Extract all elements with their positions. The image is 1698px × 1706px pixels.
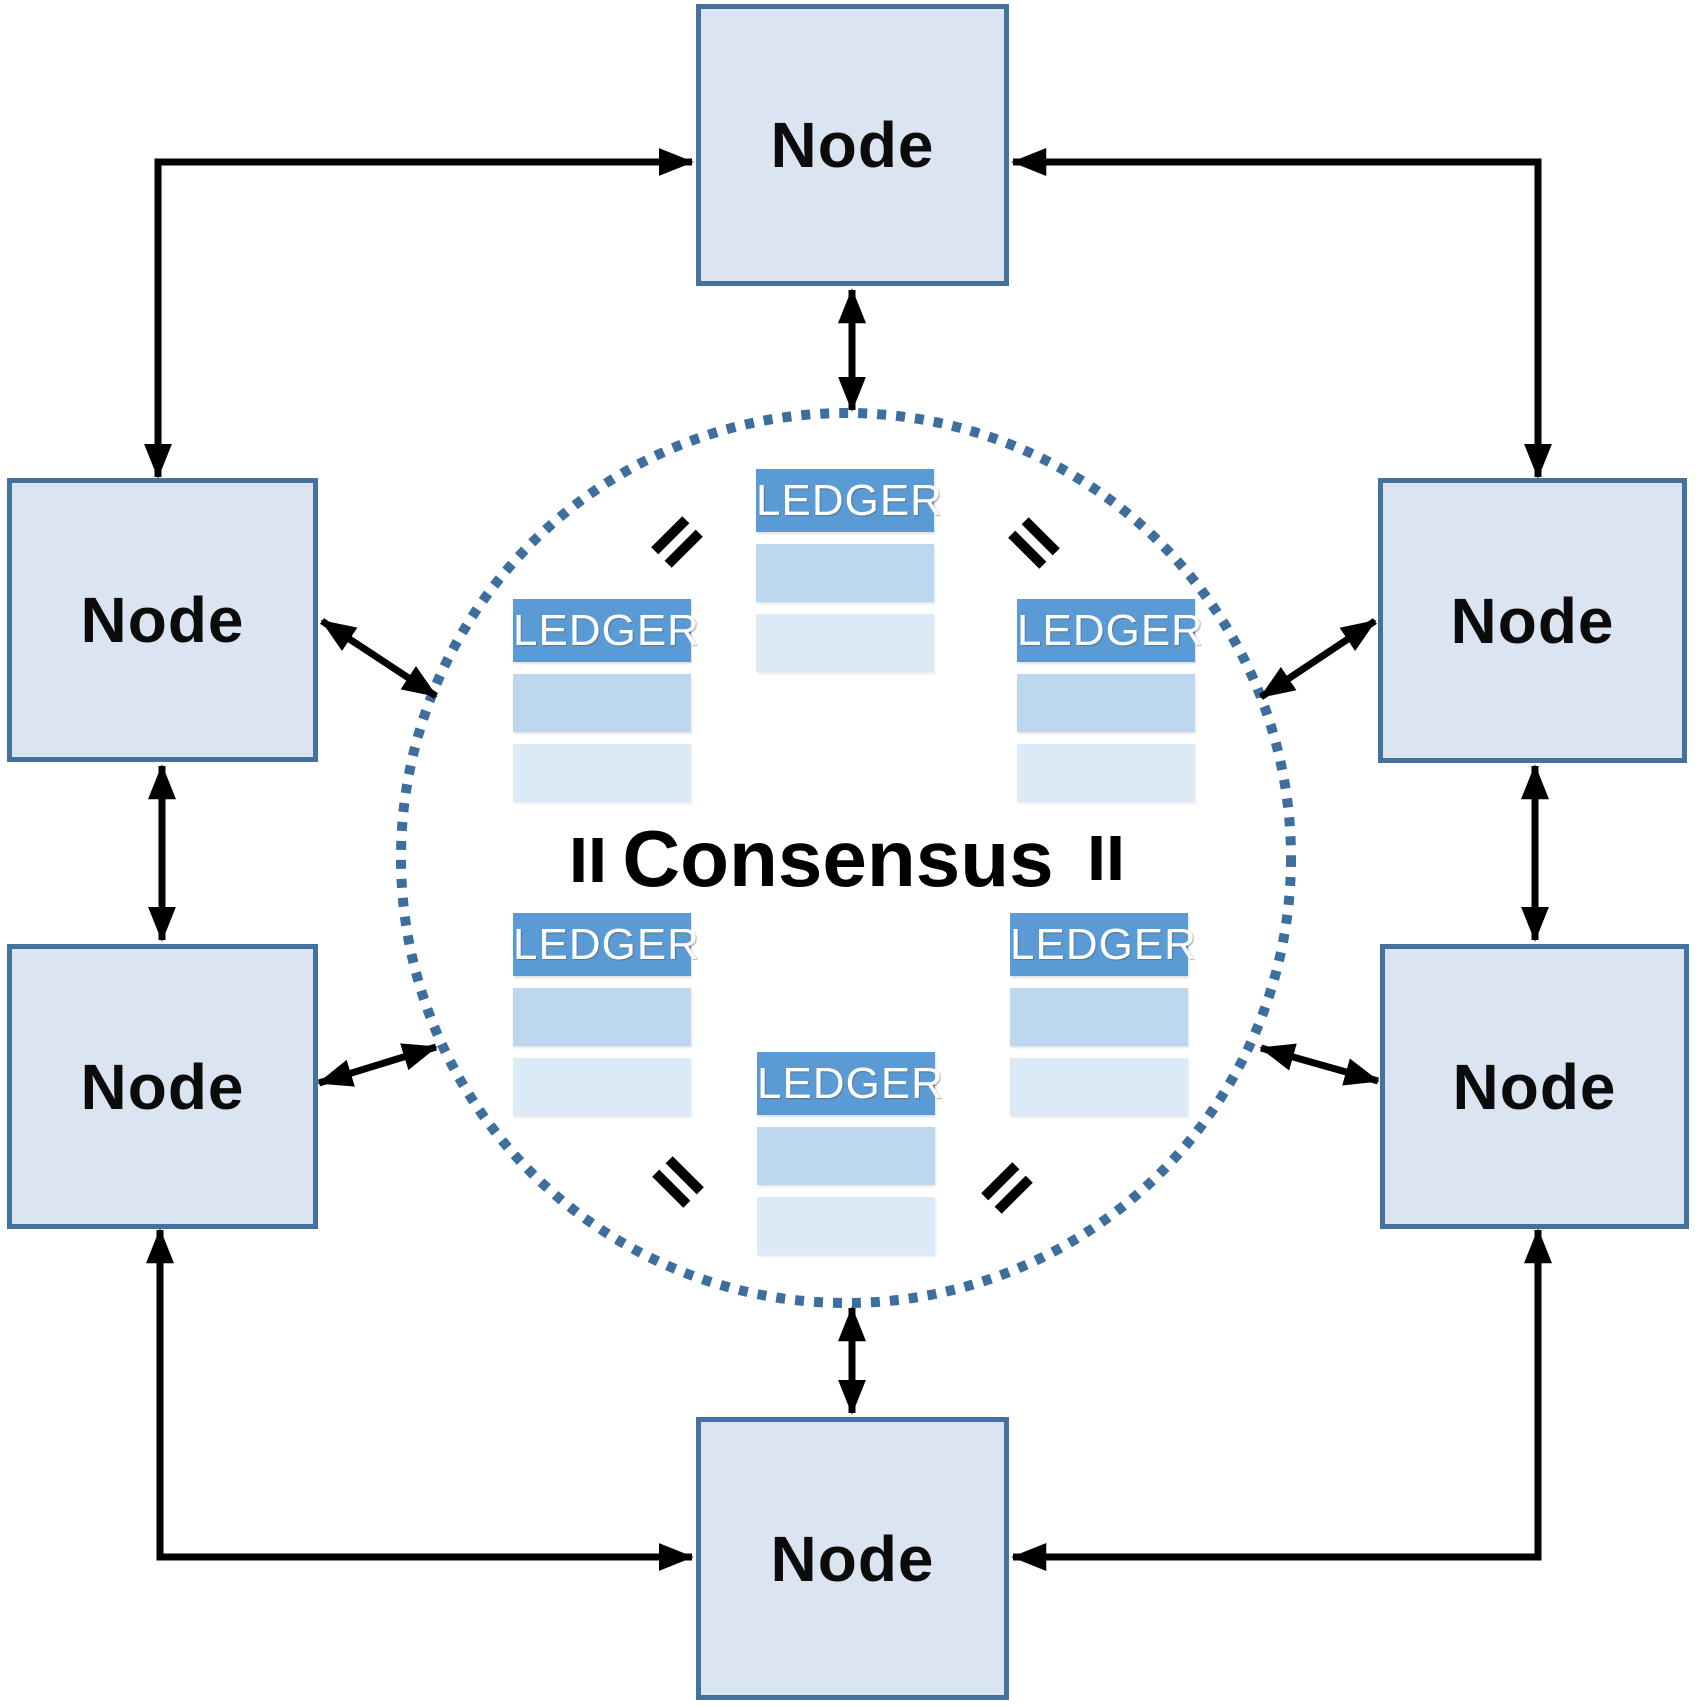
ledger-table-top: LEDGER [756,469,942,672]
arrow-lower-right-node-circle [1259,1043,1380,1086]
equals-icon-middle-left [573,838,603,882]
node-label: Node [80,1050,245,1123]
node-box-lower-right: Node [1380,944,1689,1229]
node-label: Node [1450,584,1615,657]
ledger-table-bottom-left: LEDGER [513,913,699,1116]
ledger-row-2 [513,1058,691,1116]
arrow-upper-left-node-circle [320,618,438,699]
node-label: Node [770,109,935,181]
arrow-lower-left-node-circle [317,1043,438,1087]
ledger-table-middle-right: LEDGER [1017,599,1203,802]
ledger-row-1 [756,544,934,602]
ledger-header: LEDGER [757,1052,943,1115]
ledger-header: LEDGER [1017,599,1203,662]
ledger-row-1 [1017,674,1195,732]
node-label: Node [1452,1050,1617,1123]
node-label: Node [80,584,245,656]
arrow-bottom-left-elbow [146,1228,694,1571]
consensus-title: Consensus [622,814,1054,903]
ledger-table-bottom-right: LEDGER [1010,913,1196,1116]
node-box-upper-left: Node [7,478,318,762]
node-box-lower-left: Node [7,944,318,1229]
node-box-upper-right: Node [1378,478,1687,763]
ledger-row-1 [1010,988,1188,1046]
ledger-row-2 [757,1197,935,1255]
ledger-table-middle-left: LEDGER [513,599,699,802]
arrow-bottom-right-elbow [1011,1228,1552,1571]
consensus-circle [396,408,1296,1308]
ledger-row-1 [757,1127,935,1185]
arrow-top-left-elbow [144,148,694,479]
equals-icon-middle-right [1091,836,1121,880]
ledger-table-bottom-center: LEDGER [757,1052,943,1255]
ledger-row-2 [513,744,691,802]
ledger-row-1 [513,988,691,1046]
ledger-row-1 [513,674,691,732]
ledger-header: LEDGER [513,913,699,976]
ledger-header: LEDGER [1010,913,1196,976]
ledger-header: LEDGER [756,469,942,532]
node-box-bottom: Node [696,1417,1009,1700]
ledger-row-2 [1017,744,1195,802]
node-box-top: Node [696,4,1009,286]
ledger-row-2 [756,614,934,672]
arrow-upper-right-node-circle [1259,618,1377,700]
arrow-top-right-elbow [1011,148,1552,479]
node-label: Node [770,1522,935,1595]
ledger-header: LEDGER [513,599,699,662]
ledger-row-2 [1010,1058,1188,1116]
